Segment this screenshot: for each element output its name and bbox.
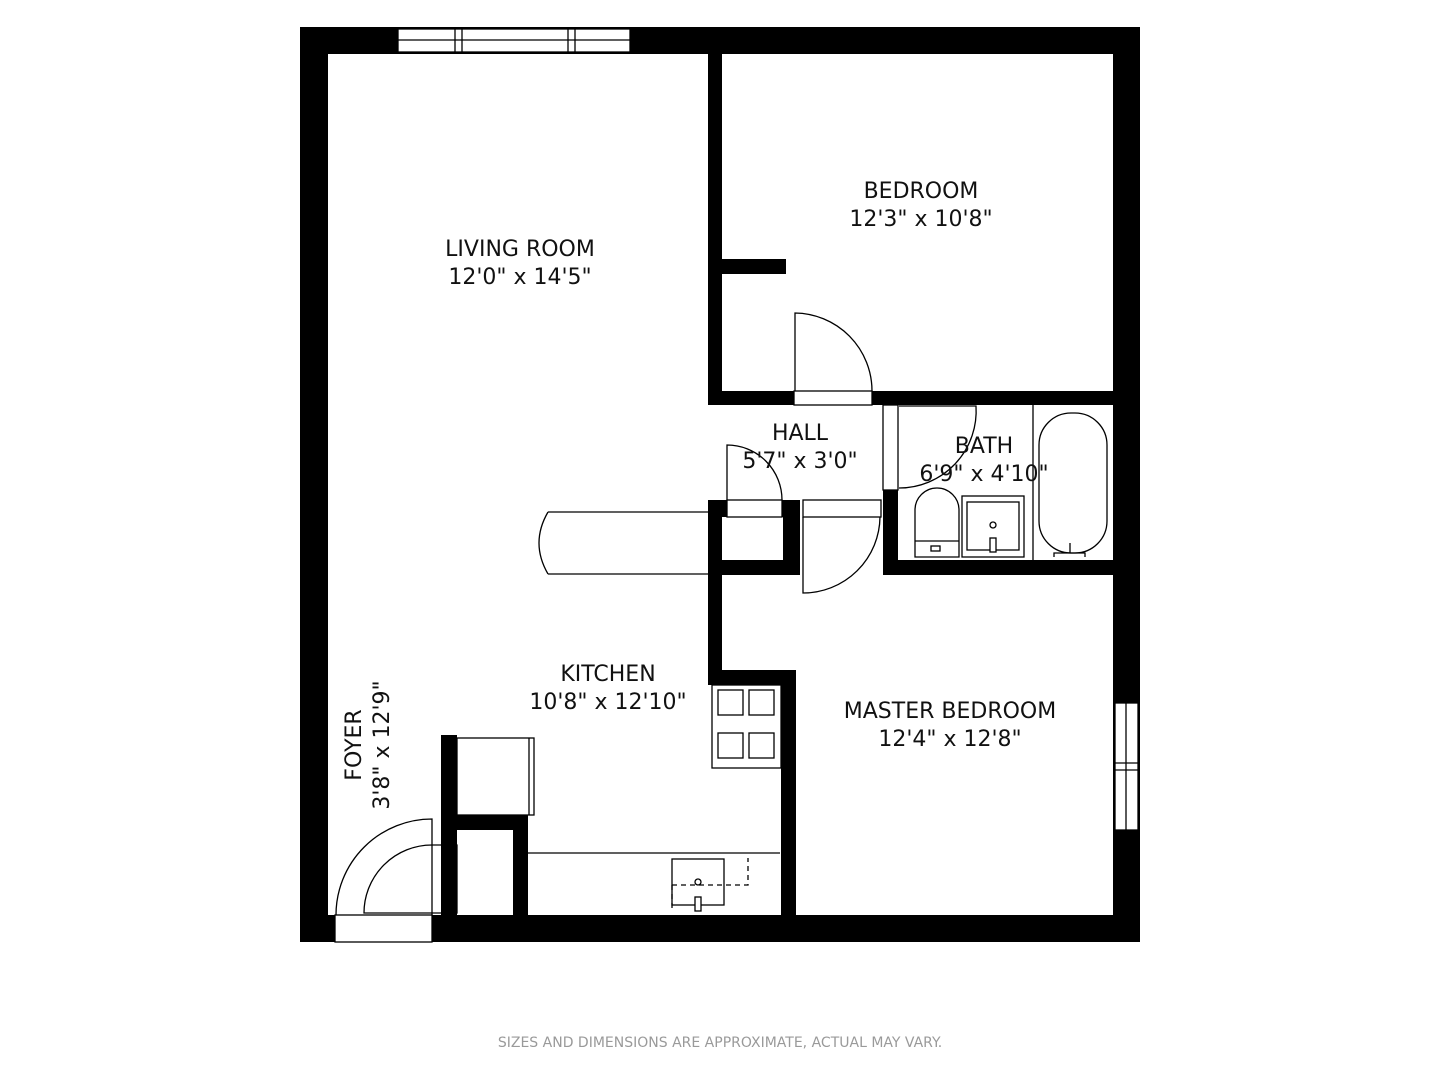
doors <box>334 312 977 943</box>
room-size-kitchen: 10'8" x 12'10" <box>529 690 686 715</box>
room-name-bedroom: BEDROOM <box>864 179 979 204</box>
room-size-living-room: 12'0" x 14'5" <box>448 265 591 290</box>
room-name-bath: BATH <box>955 434 1013 459</box>
disclaimer: SIZES AND DIMENSIONS ARE APPROXIMATE, AC… <box>498 1035 942 1051</box>
room-size-bath: 6'9" x 4'10" <box>919 462 1048 487</box>
room-name-kitchen: KITCHEN <box>560 662 655 687</box>
room-name-foyer: FOYER <box>342 709 367 780</box>
room-size-hall: 5'7" x 3'0" <box>742 449 857 474</box>
room-name-master-bedroom: MASTER BEDROOM <box>844 699 1056 724</box>
room-name-living-room: LIVING ROOM <box>445 237 595 262</box>
room-size-master-bedroom: 12'4" x 12'8" <box>878 727 1021 752</box>
fixtures <box>456 405 1108 912</box>
room-name-hall: HALL <box>772 421 829 446</box>
windows <box>397 28 1139 831</box>
room-size-foyer: 3'8" x 12'9" <box>370 680 395 809</box>
room-size-bedroom: 12'3" x 10'8" <box>849 207 992 232</box>
